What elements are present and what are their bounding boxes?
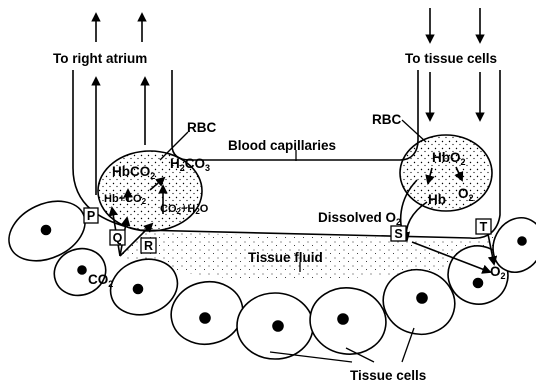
- co2-tissue-label: CO2: [88, 272, 113, 289]
- hbco2-label: HbCO2: [112, 164, 155, 181]
- cell-nucleus: [417, 293, 427, 303]
- box-p: P: [84, 208, 98, 223]
- h2co3-label: H2CO3: [170, 156, 210, 173]
- hbo2-label: HbO2: [432, 150, 466, 167]
- cell-nucleus: [78, 266, 86, 274]
- box-r: R: [141, 238, 156, 253]
- cell-nucleus: [474, 279, 483, 288]
- rbc-right-leader: [402, 120, 426, 142]
- rbc-right: [400, 135, 492, 211]
- dissolved-o2-label: Dissolved O2: [318, 210, 401, 227]
- tissue-cells-leader: [402, 328, 414, 362]
- tissue-cells-label: Tissue cells: [350, 368, 426, 383]
- to-tissue-cells-label: To tissue cells: [405, 51, 497, 66]
- cell-nucleus: [518, 237, 526, 245]
- box-t-label: T: [480, 220, 488, 234]
- cell-nucleus: [338, 314, 348, 324]
- cell-nucleus: [134, 285, 143, 294]
- co2-h2o-label: CO2+H2O: [160, 203, 209, 216]
- cell-nucleus: [42, 226, 51, 235]
- box-q: Q: [110, 230, 125, 245]
- tissue-fluid-label: Tissue fluid: [248, 250, 323, 265]
- blood-capillaries-label: Blood capillaries: [228, 138, 336, 153]
- hb-label: Hb: [428, 192, 446, 207]
- rbc-left-label: RBC: [187, 120, 216, 135]
- box-p-label: P: [87, 209, 95, 223]
- box-t: T: [476, 219, 491, 234]
- cell-nucleus: [200, 313, 210, 323]
- arrow-icon: [406, 202, 427, 240]
- box-s-label: S: [394, 227, 402, 241]
- cell-nucleus: [273, 321, 283, 331]
- hb-co2-label: Hb+CO2: [104, 193, 147, 206]
- box-r-label: R: [144, 239, 153, 253]
- box-s: S: [391, 226, 406, 241]
- box-q-label: Q: [113, 231, 123, 245]
- to-right-atrium-label: To right atrium: [53, 51, 147, 66]
- rbc-right-label: RBC: [372, 112, 401, 127]
